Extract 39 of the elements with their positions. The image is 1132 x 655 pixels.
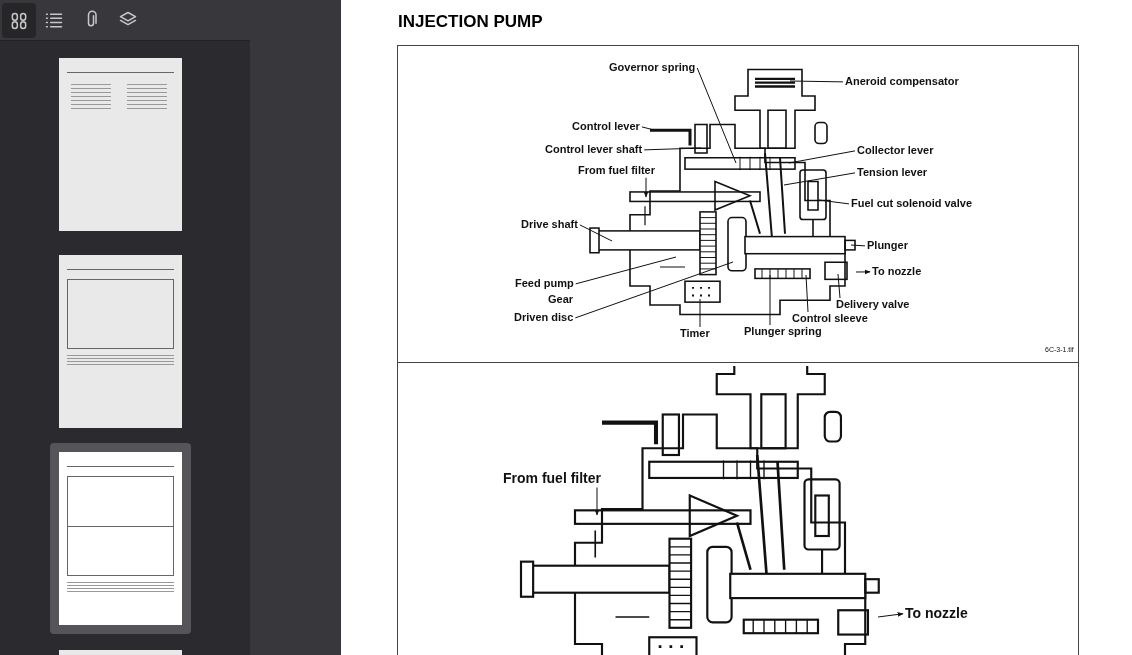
part-label: Timer [680, 327, 710, 341]
part-label: Plunger spring [744, 325, 822, 339]
part-label: To nozzle [872, 265, 922, 279]
arrow [855, 269, 871, 275]
part-label: Control lever [572, 120, 640, 134]
arrow [594, 487, 600, 516]
leader-line [789, 80, 844, 83]
part-label: Control lever shaft [545, 143, 643, 157]
arrow [643, 177, 649, 198]
part-label: To nozzle [905, 605, 968, 623]
leader-line [837, 273, 841, 299]
arrow [877, 612, 904, 618]
leader-line [696, 67, 737, 164]
part-label: Drive shaft [521, 218, 578, 232]
leader-line [805, 274, 809, 313]
part-label: Governor spring [609, 61, 696, 75]
part-label: Driven disc [514, 311, 574, 325]
part-label: From fuel filter [503, 470, 601, 488]
part-label: Collector lever [857, 144, 934, 158]
leader-line [818, 199, 850, 205]
part-label: Delivery valve [836, 298, 910, 312]
part-label: From fuel filter [578, 164, 655, 178]
leader-line [769, 274, 771, 326]
leader-line [783, 172, 856, 186]
part-label: Gear [548, 293, 574, 307]
leader-line [643, 147, 702, 151]
part-label: Plunger [867, 239, 908, 253]
part-label: Aneroid compensator [845, 75, 959, 89]
leader-line [788, 150, 856, 164]
leader-line [574, 261, 734, 319]
leader-line [850, 244, 866, 247]
part-label: Control sleeve [792, 312, 868, 326]
leader-line [699, 298, 701, 328]
leader-line [575, 256, 677, 285]
part-label: Tension lever [857, 166, 928, 180]
leader-line [641, 126, 655, 131]
page-title: INJECTION PUMP [398, 11, 543, 33]
part-label: Feed pump [515, 277, 574, 291]
part-label: Fuel cut solenoid valve [851, 197, 973, 211]
